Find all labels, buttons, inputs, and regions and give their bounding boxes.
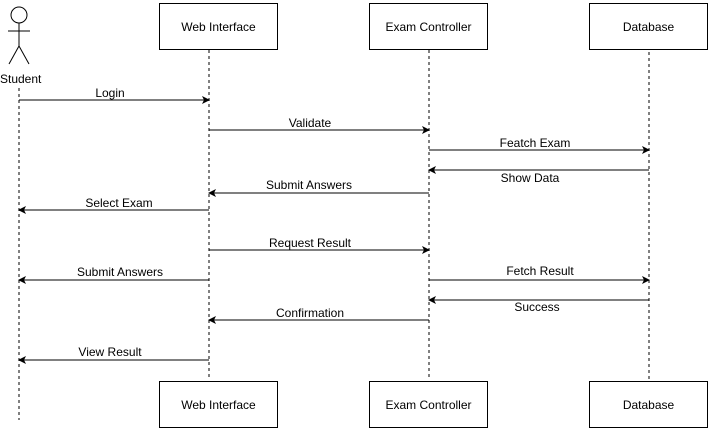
web-interface-head: Web Interface	[159, 3, 278, 50]
message-label: Submit Answers	[265, 178, 353, 192]
message-label: View Result	[78, 345, 142, 359]
database-head: Database	[589, 3, 708, 50]
message-arrows	[18, 96, 650, 364]
message-label: Validate	[288, 116, 332, 130]
student-actor-icon	[8, 6, 30, 65]
message-label: Submit Answers	[76, 265, 164, 279]
message-label: Confirmation	[275, 306, 345, 320]
message-label: Request Result	[268, 236, 352, 250]
database-foot: Database	[589, 381, 708, 428]
message-label: Show Data	[500, 171, 560, 185]
exam-controller-head: Exam Controller	[369, 3, 488, 50]
message-label: Featch Exam	[499, 136, 571, 150]
message-label: Select Exam	[85, 196, 153, 210]
student-actor-label: Student	[0, 72, 42, 86]
exam-controller-foot: Exam Controller	[369, 381, 488, 428]
message-label: Fetch Result	[506, 264, 574, 278]
web-interface-foot: Web Interface	[159, 381, 278, 428]
message-label: Login	[95, 86, 125, 100]
message-label: Success	[514, 300, 560, 314]
